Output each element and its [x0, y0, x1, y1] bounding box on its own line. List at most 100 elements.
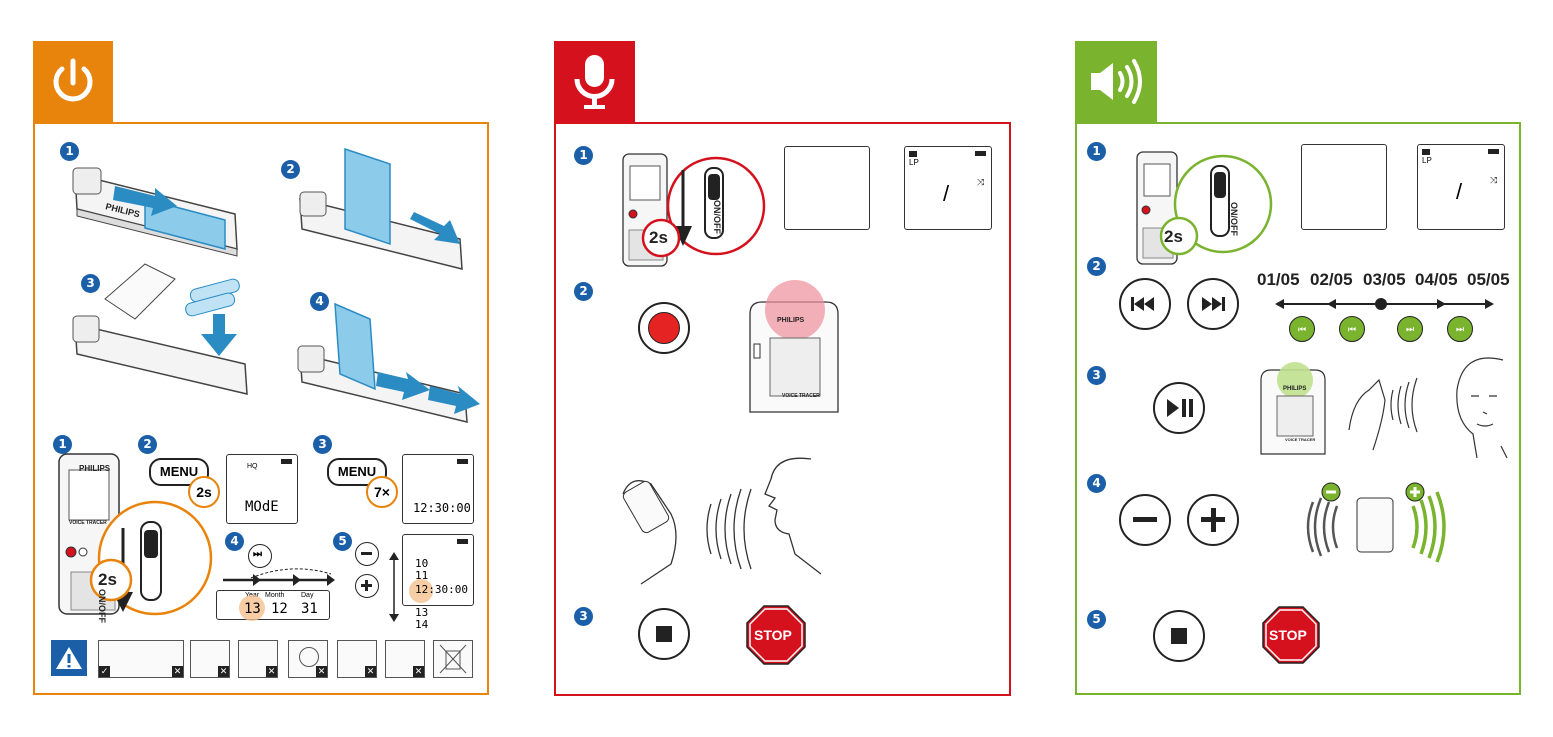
date-day-label: Day: [301, 592, 313, 599]
lcd-mode-screen: HQ MOdE: [226, 454, 298, 524]
lcd-battery-icon: [975, 151, 986, 156]
record-step-1: 1: [574, 146, 593, 165]
scroll-value-4: 14: [415, 618, 428, 631]
volume-up-button[interactable]: [1187, 494, 1239, 546]
play-step-2: 2: [1087, 257, 1106, 276]
play-pause-icon: [1155, 384, 1203, 432]
track-label-3: 03/05: [1363, 270, 1406, 290]
lcd-scroll-screen: 10 11 12:30:00: [402, 534, 474, 606]
date-day-value: 31: [301, 601, 318, 617]
lcd-battery-icon: [281, 459, 292, 464]
device-model-label: VOICE TRACER: [1285, 437, 1315, 442]
warning-badge: [51, 640, 87, 676]
hold-time-label: 2s: [1164, 227, 1183, 247]
previous-icon: [1121, 280, 1169, 328]
stop-sign-text: STOP: [1269, 627, 1307, 643]
stop-sign-text: STOP: [754, 627, 792, 643]
listening-illustration: [1343, 350, 1513, 460]
device-brand-label: PHILIPS: [79, 464, 110, 473]
menu-repeat-badge: 7×: [366, 476, 398, 508]
lcd-date-screen: Year Month Day 13 12 31: [216, 590, 330, 620]
care-icon-spray: ✕: [190, 640, 230, 678]
next-button[interactable]: [1187, 278, 1239, 330]
speaker-icon: [1075, 41, 1157, 122]
next-icon: [1189, 280, 1237, 328]
minus-icon: [1133, 517, 1157, 522]
track-label-1: 01/05: [1257, 270, 1300, 290]
device-model-label: VOICE TRACER: [782, 393, 820, 399]
minus-button-small[interactable]: [355, 542, 379, 566]
date-year-value: 13: [244, 601, 261, 617]
device-switch-illustration: [1135, 148, 1285, 268]
previous-mini-button-2: ⏮: [1339, 316, 1365, 342]
record-dot-icon: [648, 312, 680, 344]
speaking-into-device-illustration: [611, 454, 831, 594]
menu-hold-badge: 2s: [188, 476, 220, 508]
care-icon-water: ✕: [238, 640, 278, 678]
lcd-time-text: 12:30:00: [413, 501, 471, 515]
lcd-slash: /: [1456, 179, 1462, 205]
setup-step-3: 3: [313, 435, 332, 454]
lcd-slash: /: [943, 181, 949, 207]
next-mini-button-2: ⏭: [1447, 316, 1473, 342]
next-mini-button-1: ⏭: [1397, 316, 1423, 342]
record-tab: [554, 41, 635, 122]
setup-step-5: 5: [333, 532, 352, 551]
play-step-1: 1: [1087, 142, 1106, 161]
track-navigation-arrows: [1275, 294, 1495, 314]
stop-button[interactable]: [638, 608, 690, 660]
track-label-4: 04/05: [1415, 270, 1458, 290]
care-icon-rain: ✕: [337, 640, 377, 678]
shuffle-icon: ⤨: [1490, 175, 1497, 186]
record-step-3: 3: [574, 607, 593, 626]
scroll-value-1: 11: [415, 569, 428, 582]
previous-mini-button-1: ⏮: [1289, 316, 1315, 342]
play-pause-button[interactable]: [1153, 382, 1205, 434]
next-icon: ⏭: [253, 549, 262, 560]
stop-square-icon: [1171, 628, 1187, 644]
volume-down-button[interactable]: [1119, 494, 1171, 546]
close-cover-illustration: [290, 294, 490, 424]
care-icon-drop: ✕: [385, 640, 425, 678]
insert-batteries-illustration: [65, 264, 265, 394]
stop-button[interactable]: [1153, 610, 1205, 662]
device-switch-illustration: [621, 150, 771, 270]
play-step-5: 5: [1087, 610, 1106, 629]
shuffle-icon: ⤨: [977, 177, 984, 188]
battery-cover-open-illustration: PHILIPS: [65, 154, 265, 274]
track-label-2: 02/05: [1310, 270, 1353, 290]
playback-tab: [1075, 41, 1157, 122]
setup-step-4: 4: [225, 532, 244, 551]
lcd-a-indicator: [1422, 149, 1430, 155]
power-switch-label: ON/OFF: [712, 200, 722, 234]
care-icon-hands-ok: ✓✕: [98, 640, 184, 678]
lcd-mode: LP: [1422, 156, 1432, 165]
lcd-time-screen: 12:30:00: [402, 454, 474, 524]
play-step-3: 3: [1087, 366, 1106, 385]
care-icon-disposal: [433, 640, 473, 678]
playback-panel: 1 2 3 4 5 2s ON/OFF LP / ⤨ 01/05 02/05 0…: [1075, 122, 1521, 695]
date-month-label: Month: [265, 592, 284, 599]
battery-cover-lift-illustration: [290, 144, 490, 274]
previous-button[interactable]: [1119, 278, 1171, 330]
device-brand-label: PHILIPS: [777, 317, 804, 324]
play-step-4: 4: [1087, 474, 1106, 493]
lcd-quality: HQ: [247, 463, 258, 470]
power-panel: 1 2 3 4 PHILIPS 1 2 3 4 5: [33, 122, 489, 695]
lcd-a-indicator: [909, 151, 917, 157]
date-month-value: 12: [271, 601, 288, 617]
record-button[interactable]: [638, 302, 690, 354]
plus-button-small[interactable]: [355, 574, 379, 598]
lcd-battery-icon: [457, 539, 468, 544]
volume-level-illustration: [1301, 482, 1451, 572]
lcd-blank-screen: [1301, 144, 1387, 230]
lcd-blank-screen: [784, 146, 870, 230]
lcd-ready-screen: LP / ⤨: [1417, 144, 1505, 230]
device-model-label: VOICE TRACER: [69, 520, 107, 526]
lcd-mode-text: MOdE: [245, 499, 279, 515]
record-panel: 1 2 3 2s ON/OFF LP / ⤨ PHILIPS VOICE TRA…: [554, 122, 1011, 696]
stop-square-icon: [656, 626, 672, 642]
power-switch-label: ON/OFF: [1229, 202, 1239, 236]
scroll-value-2: 12:30:00: [415, 583, 468, 596]
lcd-mode: LP: [909, 158, 919, 167]
